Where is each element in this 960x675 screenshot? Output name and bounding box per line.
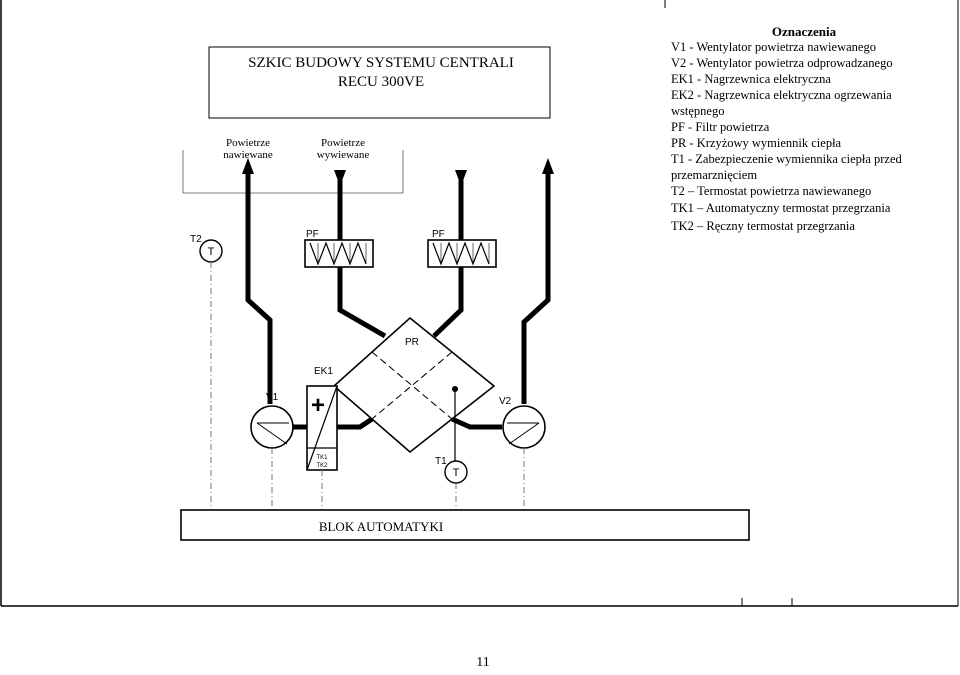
t1-sensor-letter: T: [453, 467, 460, 479]
exhaust-out-arrow-icon: [542, 158, 554, 174]
exhaust-outlet-duct: [521, 172, 551, 404]
control-wiring: [210, 262, 525, 510]
supply-duct: [245, 172, 273, 404]
title-line-2: RECU 300VE: [338, 74, 424, 90]
automation-block-label: BLOK AUTOMATYKI: [319, 519, 443, 534]
fan-v2: [502, 405, 546, 449]
supply-arrow-icon: [242, 158, 254, 174]
title-line-1: SZKIC BUDOWY SYSTEMU CENTRALI: [248, 55, 514, 71]
exhaust-in-arrow-icon: [334, 170, 346, 186]
filter-right: [427, 239, 497, 268]
air-ducts: [245, 172, 551, 404]
legend-line: V1 - Wentylator powietrza nawiewanego: [671, 40, 876, 54]
fan-v1: [250, 405, 294, 449]
legend-line: przemarznięciem: [671, 168, 757, 182]
pr-label: PR: [405, 337, 419, 348]
flow-arrows: [242, 158, 554, 186]
legend-line: TK2 – Ręczny termostat przegrzania: [671, 219, 855, 233]
legend-line: V2 - Wentylator powietrza odprowadzanego: [671, 56, 893, 70]
t2-label: T2: [190, 234, 202, 245]
v1-label: V1: [266, 392, 279, 403]
page-number: 11: [476, 655, 489, 670]
pf-left-label: PF: [306, 229, 319, 240]
t1-label: T1: [435, 456, 447, 467]
filter-left: [304, 239, 374, 268]
heat-exchanger: [332, 316, 496, 454]
fresh-intake-duct: [432, 180, 464, 338]
legend-line: PR - Krzyżowy wymiennik ciepła: [671, 136, 842, 150]
legend-line: TK1 – Automatyczny termostat przegrzania: [671, 201, 891, 215]
supply-caption-2: nawiewane: [223, 149, 273, 161]
tk2-label: TK2: [316, 463, 328, 469]
legend: Oznaczenia V1 - Wentylator powietrza naw…: [671, 24, 903, 233]
ek1-label: EK1: [314, 366, 333, 377]
legend-line: wstępnego: [671, 104, 724, 118]
exhaust-intake-duct: [337, 180, 387, 339]
supply-caption-1: Powietrze: [226, 137, 270, 149]
legend-line: T2 – Termostat powietrza nawiewanego: [671, 184, 871, 198]
tk1-label: TK1: [316, 455, 328, 461]
t2-sensor-letter: T: [208, 246, 215, 258]
page-frame: [0, 0, 959, 607]
legend-heading: Oznaczenia: [772, 24, 837, 39]
heater-plus-icon: +: [311, 392, 325, 419]
legend-line: EK2 - Nagrzewnica elektryczna ogrzewania: [671, 88, 892, 102]
heater-ek1: + TK1 TK2: [306, 385, 338, 471]
exhaust-caption-2: wywiewane: [317, 149, 370, 161]
v2-label: V2: [499, 396, 512, 407]
legend-line: EK1 - Nagrzewnica elektryczna: [671, 72, 831, 86]
exhaust-caption-1: Powietrze: [321, 137, 365, 149]
legend-line: PF - Filtr powietrza: [671, 120, 770, 134]
automation-block: [180, 509, 750, 541]
legend-line: T1 - Zabezpieczenie wymiennika ciepła pr…: [671, 152, 903, 166]
title-box: [208, 46, 551, 119]
fresh-in-arrow-icon: [455, 170, 467, 186]
enclosure-outline: [182, 150, 404, 194]
pf-right-label: PF: [432, 229, 445, 240]
